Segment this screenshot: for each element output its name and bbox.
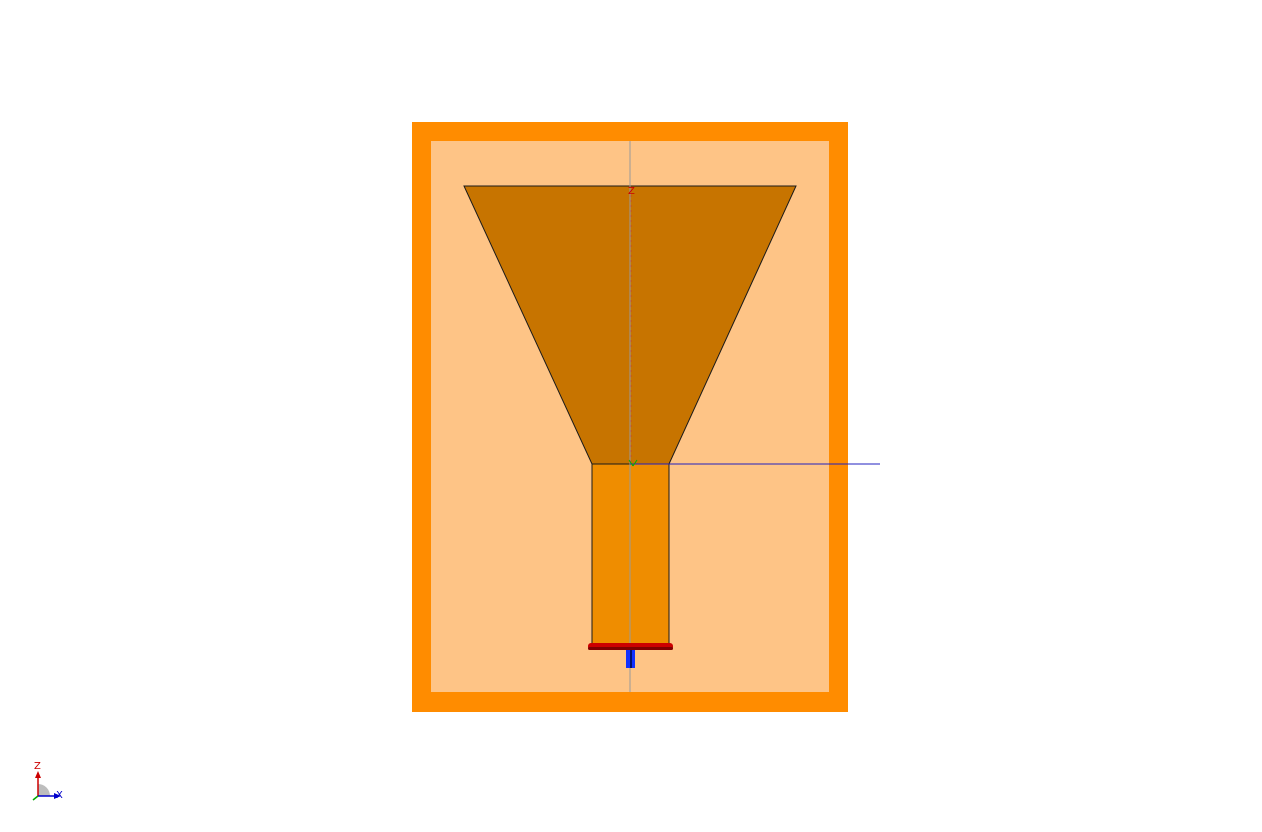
z-axis-label: Z xyxy=(628,186,635,197)
origin-marker-icon xyxy=(628,459,638,467)
triad-x-label: X xyxy=(56,790,63,801)
discrete-port[interactable] xyxy=(588,643,673,668)
axes-triad-icon xyxy=(32,771,61,801)
triad-z-label: Z xyxy=(34,761,41,772)
